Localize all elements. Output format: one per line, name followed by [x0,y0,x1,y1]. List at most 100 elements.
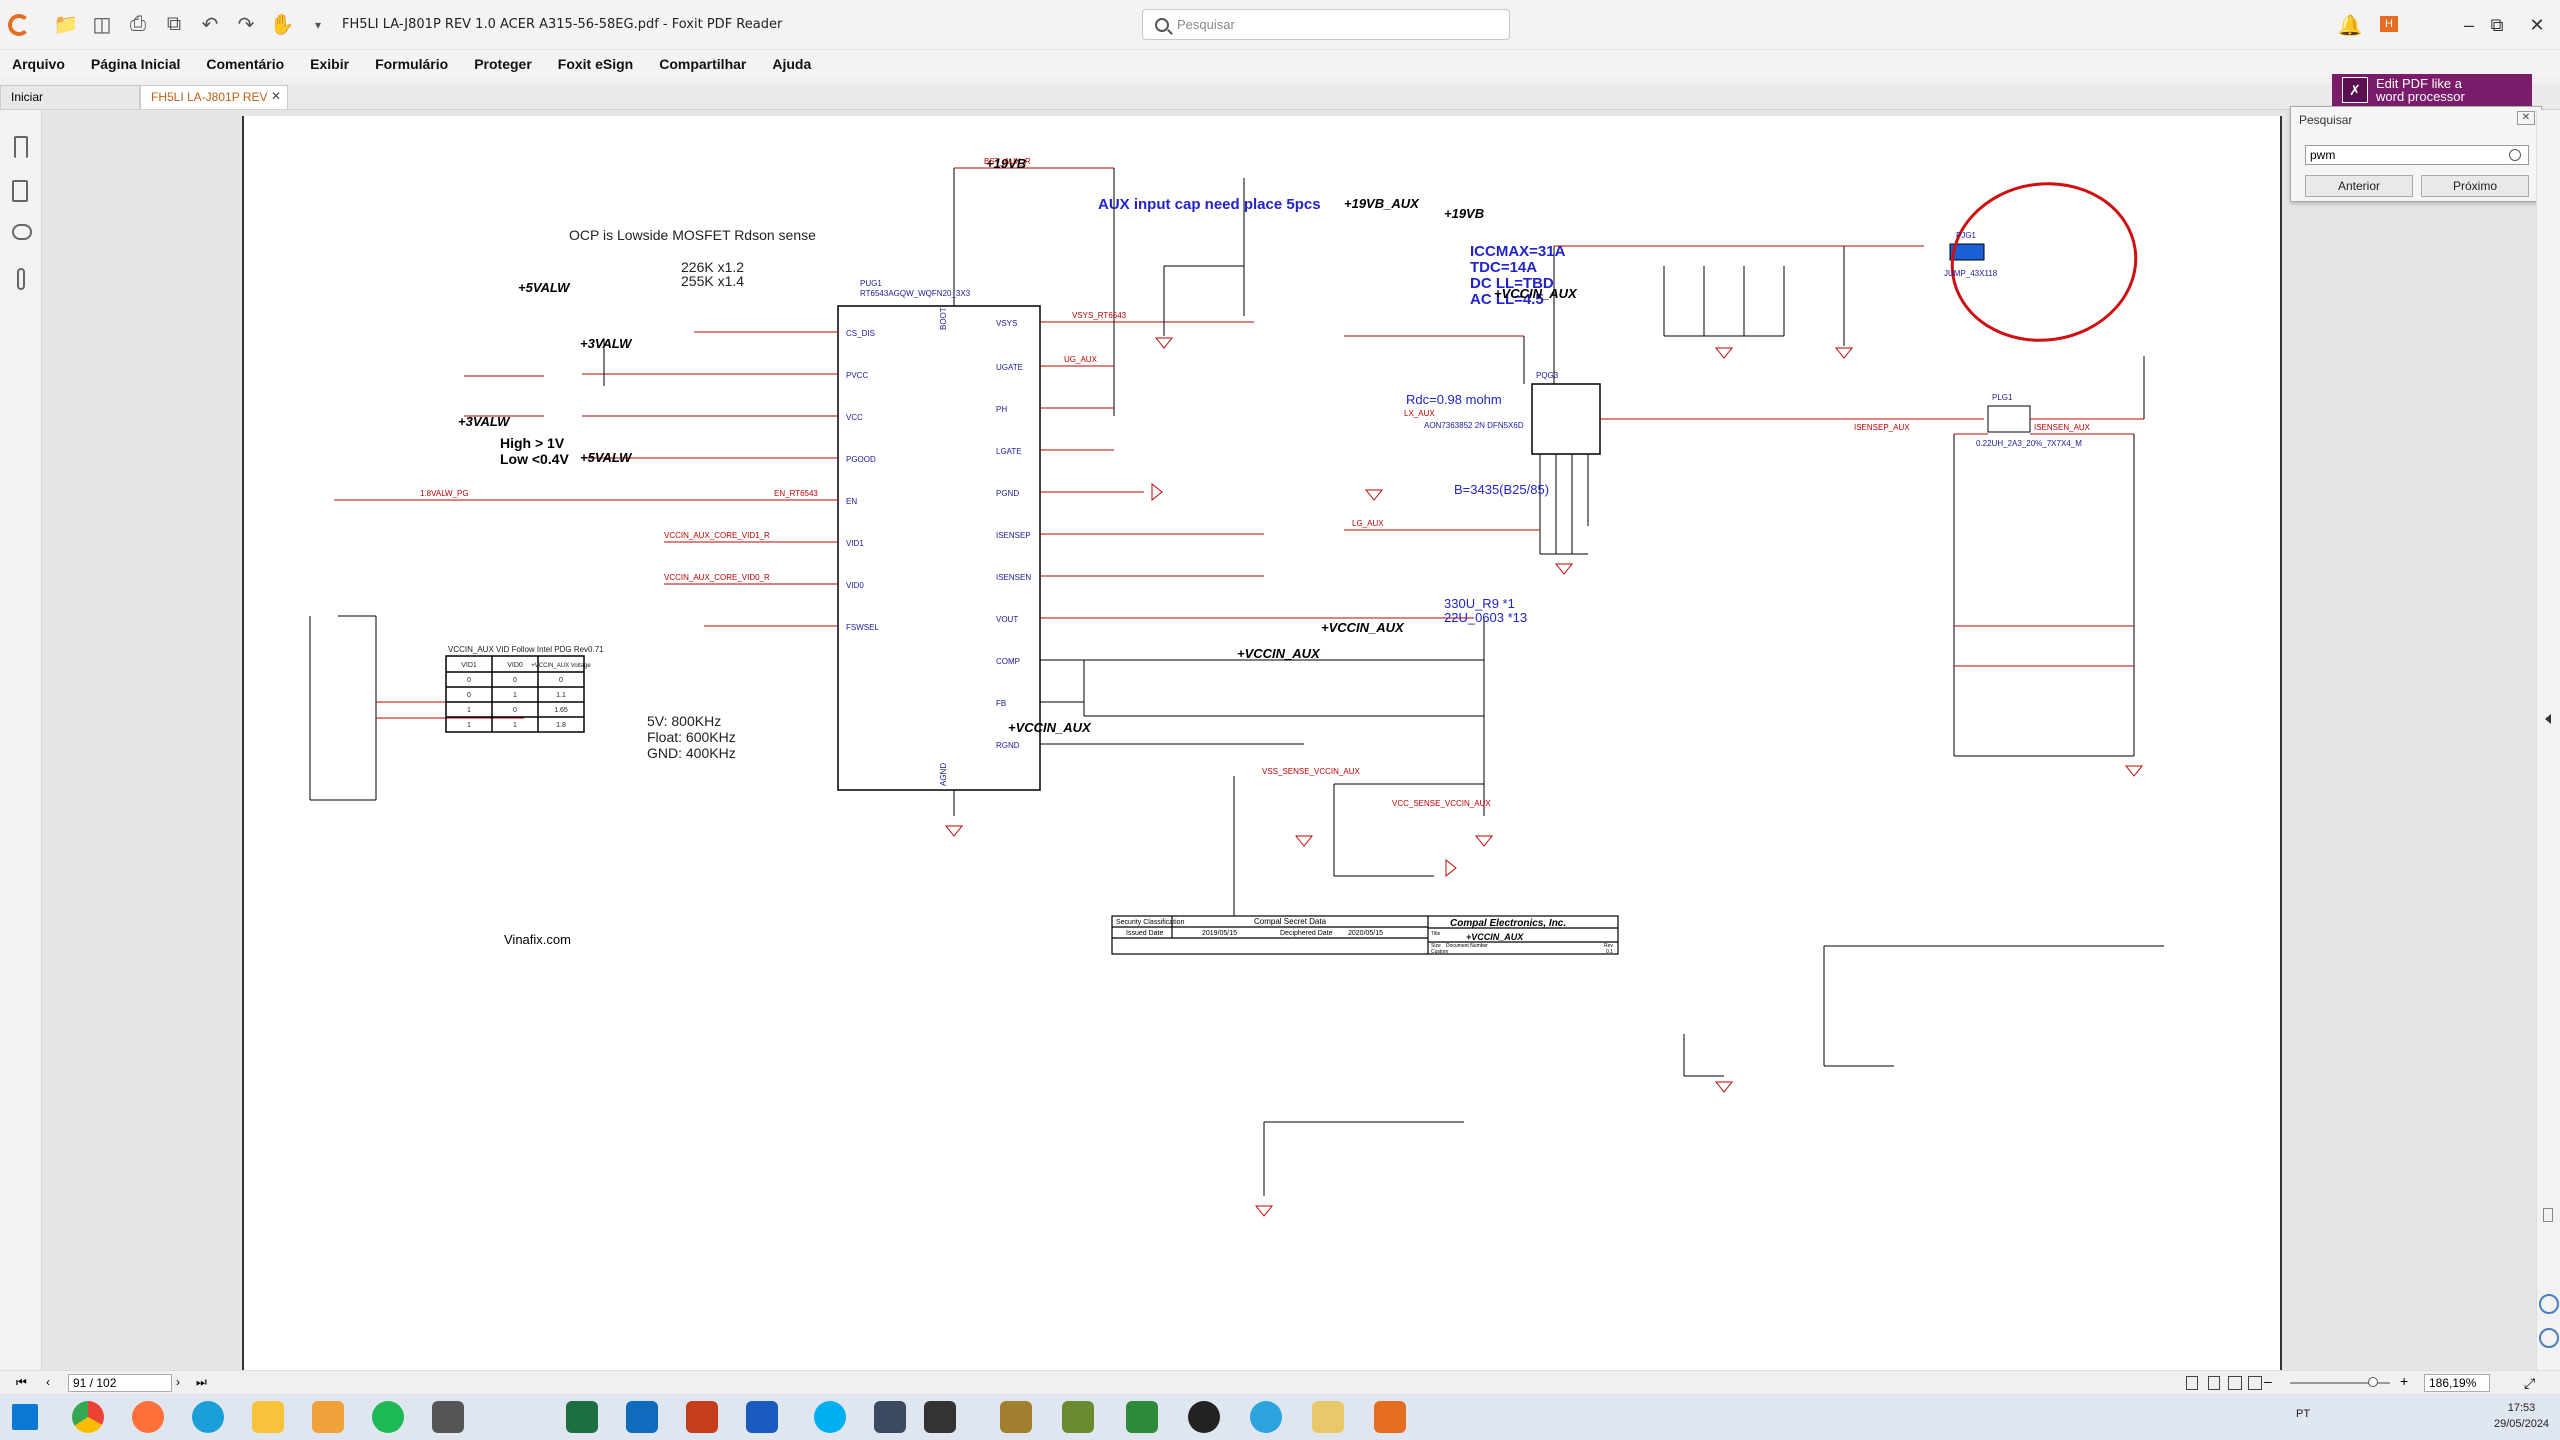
edge-icon[interactable] [192,1401,224,1433]
media-player-icon[interactable] [312,1401,344,1433]
pcb-app-icon[interactable] [1062,1401,1094,1433]
obs-icon[interactable] [1188,1401,1220,1433]
title-bar: 📁 ◫ ⎙ ⧉ ↶ ↷ ✋ ▾ FH5LI LA-J801P REV 1.0 A… [0,0,2560,50]
tb-deciphered-val: 2020/05/15 [1348,930,1383,937]
excel-icon[interactable] [566,1401,598,1433]
note-iccmax: ICCMAX=31A [1470,243,1566,260]
shuffle-app-icon[interactable] [924,1401,956,1433]
global-search-input[interactable]: Pesquisar [1142,9,1510,40]
file-explorer-icon[interactable] [252,1401,284,1433]
note-cap-a: 330U_R9 *1 [1444,596,1515,611]
customize-dropdown-icon[interactable]: ▾ [314,17,322,32]
print-icon[interactable]: ⎙ [130,13,146,35]
search-placeholder: Pesquisar [1177,17,1235,32]
view-single-icon[interactable] [2186,1376,2198,1390]
scrollbar-thumb[interactable] [2543,1208,2553,1222]
open-folder-icon[interactable]: 📁 [53,14,79,36]
note-high: High > 1V [500,435,565,451]
search-next-button[interactable]: Próximo [2421,175,2529,197]
menu-compartilhar[interactable]: Compartilhar [659,56,747,72]
prev-page-icon[interactable]: ‹ [46,1375,50,1389]
bell-icon[interactable]: 🔔 [2337,14,2363,37]
chrome-icon[interactable] [72,1401,104,1433]
share-icon[interactable] [2539,1328,2559,1348]
last-page-icon[interactable]: ⏭ [196,1375,207,1389]
view-facing-icon[interactable] [2228,1376,2242,1390]
tb-issued: Issued Date [1126,930,1163,937]
search-query-input[interactable] [2305,145,2529,165]
attachment-icon[interactable] [17,268,25,290]
menu-formulario[interactable]: Formulário [375,56,449,72]
next-page-icon[interactable]: › [176,1375,180,1389]
tab-iniciar[interactable]: Iniciar [0,85,140,109]
menu-comentario[interactable]: Comentário [206,56,285,72]
collapse-right-arrow-icon[interactable] [2545,714,2551,724]
tray-clock[interactable]: 17:53 29/05/2024 [2494,1400,2549,1432]
word-icon[interactable] [746,1401,778,1433]
clear-search-icon[interactable] [2509,149,2521,161]
pin-vsys: VSYS [996,319,1017,328]
menu-exibir[interactable]: Exibir [310,56,350,72]
telegram-icon[interactable] [1250,1401,1282,1433]
close-window-button[interactable]: ✕ [2529,14,2545,35]
zoom-level-input[interactable]: 186,19% [2424,1374,2490,1392]
close-tab-icon[interactable]: ✕ [270,89,281,103]
menu-foxit-esign[interactable]: Foxit eSign [557,56,634,72]
bookmark-icon[interactable] [14,136,28,158]
tab-document[interactable]: FH5LI LA-J801P REV ...✕ [140,85,288,118]
zoom-slider-knob[interactable] [2368,1377,2378,1387]
menu-ajuda[interactable]: Ajuda [772,56,812,72]
watermark: Vinafix.com [504,932,571,947]
restore-button[interactable]: ⧉ [2490,14,2504,35]
menu-pagina-inicial[interactable]: Página Inicial [90,56,181,72]
zoom-slider[interactable] [2290,1382,2390,1384]
save-icon[interactable]: ◫ [92,14,112,36]
firefox-icon[interactable] [132,1401,164,1433]
tab-label: Iniciar [11,90,44,104]
powerpoint-icon[interactable] [686,1401,718,1433]
first-page-icon[interactable]: ⏮ [16,1375,27,1389]
minimize-button[interactable]: – [2463,14,2474,35]
undo-icon[interactable]: ↶ [201,14,219,36]
spotify-icon[interactable] [372,1401,404,1433]
pages-icon[interactable] [12,180,28,202]
outlook-icon[interactable] [626,1401,658,1433]
folder-icon[interactable] [1312,1401,1344,1433]
pin-isensen: ISENSEN [996,573,1031,582]
zoom-out-icon[interactable]: – [2264,1373,2272,1389]
account-avatar[interactable]: H [2380,16,2398,32]
menu-arquivo[interactable]: Arquivo [12,56,65,72]
vid-th-2: +VCCIN_AUX Voltage [531,663,591,669]
net-bst-aux-r: BST_AUX_R [984,157,1031,166]
net-lx-aux: LX_AUX [1404,409,1435,418]
app-tool-icon[interactable] [874,1401,906,1433]
link-app-icon[interactable] [1126,1401,1158,1433]
rail-19vb-2: +19VB [1444,206,1484,221]
search-previous-button[interactable]: Anterior [2305,175,2413,197]
collaborate-icon[interactable] [2539,1294,2559,1314]
copy-icon[interactable]: ⧉ [166,13,182,35]
pin-en: EN [846,497,857,506]
vid-cell: 0 [559,677,563,684]
document-viewport[interactable]: OCP is Lowside MOSFET Rdson sense 226K x… [42,110,2536,1370]
hand-tool-icon[interactable]: ✋ [269,14,295,36]
zoom-in-icon[interactable]: + [2400,1373,2409,1389]
tray-language[interactable]: PT [2296,1408,2311,1420]
close-search-panel-button[interactable]: ✕ [2517,111,2535,125]
fullscreen-icon[interactable]: ⤢ [2524,1375,2536,1391]
menu-proteger[interactable]: Proteger [474,56,532,72]
windows-start-icon[interactable] [12,1404,38,1430]
net-vcc-sense: VCC_SENSE_VCCIN_AUX [1392,799,1491,808]
board-viewer-icon[interactable] [1000,1401,1032,1433]
foxit-taskbar-icon[interactable] [1374,1401,1406,1433]
redo-icon[interactable]: ↷ [237,14,255,36]
view-cover-icon[interactable] [2248,1376,2262,1390]
view-continuous-icon[interactable] [2208,1376,2220,1390]
skype-icon[interactable] [814,1401,846,1433]
calculator-icon[interactable] [432,1401,464,1433]
tb-secret: Compal Secret Data [1254,917,1327,926]
page-number-input[interactable]: 91 / 102 [68,1374,172,1392]
vid-cell: 1 [513,692,517,699]
comment-icon[interactable] [12,224,32,240]
